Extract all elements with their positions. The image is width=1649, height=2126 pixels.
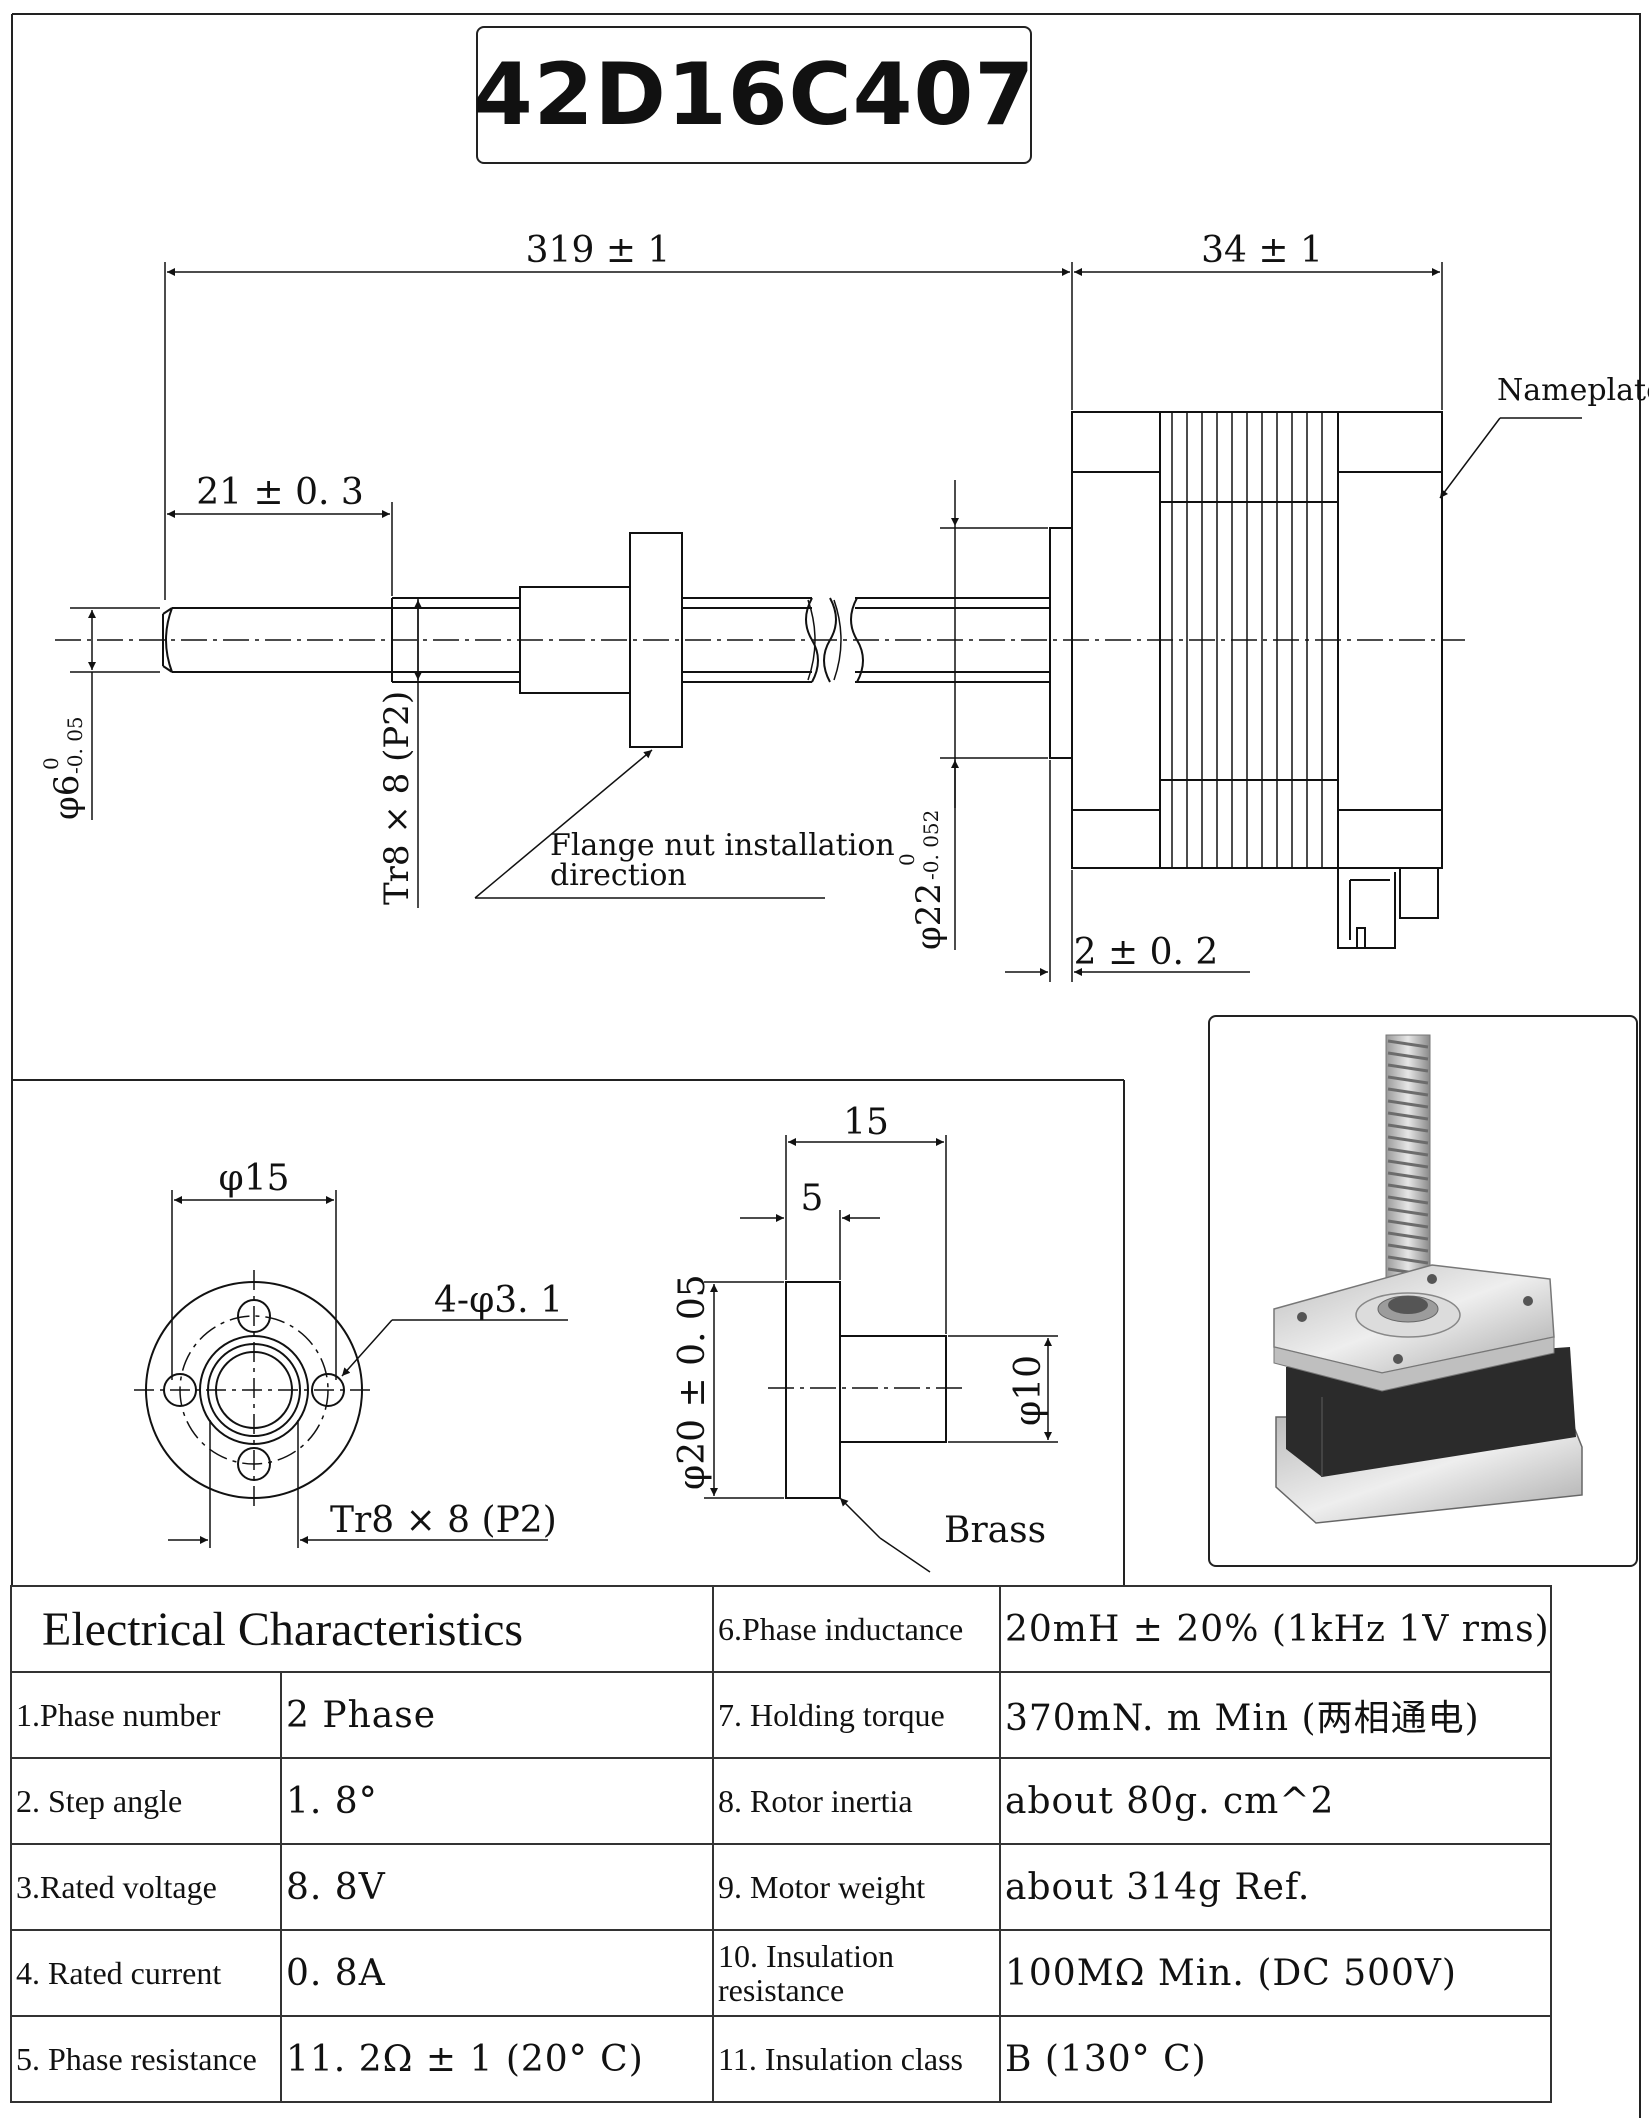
spec-label: 4. Rated current (10, 1929, 282, 2017)
spec-label: 3.Rated voltage (10, 1843, 282, 1931)
label-material: Brass (944, 1510, 1046, 1551)
table-row: 1.Phase number 2 Phase 7. Holding torque… (10, 1671, 1552, 1759)
spec-value: about 314g Ref. (999, 1843, 1552, 1931)
spec-label-line: 10. Insulation (718, 1938, 894, 1974)
spec-label: 7. Holding torque (712, 1671, 1001, 1759)
dim-nut-flange-diameter: φ15 (218, 1158, 289, 1199)
spec-value: 2 Phase (280, 1671, 714, 1759)
nut-front-dims (168, 1190, 568, 1548)
stator-bands (1160, 501, 1338, 781)
model-title: 42D16C407 (472, 45, 1036, 145)
spec-value: 11. 2Ω ± 1 (20° C) (280, 2015, 714, 2103)
dim-shaft-tol-upper: 0 (39, 757, 63, 770)
dimension-lines (70, 262, 1582, 982)
spec-value: 100MΩ Min. (DC 500V) (999, 1929, 1552, 2017)
table-row: Electrical Characteristics 6.Phase induc… (10, 1585, 1552, 1673)
dim-thread: Tr8 × 8 (P2) (377, 691, 417, 905)
dimension-text: 319 ± 1 34 ± 1 21 ± 0. 3 φ6 0 -0. 05 Tr8… (39, 230, 1649, 1551)
stator-laminations (1171, 412, 1323, 868)
dim-nut-flange-thickness: 5 (801, 1178, 824, 1219)
dim-shaft-end-length: 21 ± 0. 3 (196, 472, 364, 513)
dim-nut-holes: 4-φ3. 1 (434, 1280, 563, 1321)
nut-front-view (134, 1270, 374, 1510)
nut-side-view (768, 1281, 966, 1499)
spec-label: 1.Phase number (10, 1671, 282, 1759)
dim-motor-length: 34 ± 1 (1201, 230, 1323, 271)
dim-total-length: 319 ± 1 (526, 230, 671, 271)
label-flange-note-1: Flange nut installation (550, 828, 895, 863)
spec-value: 1. 8° (280, 1757, 714, 1845)
spec-label: 8. Rotor inertia (712, 1757, 1001, 1845)
drawing-frame (11, 13, 1641, 2118)
dim-shaft-diameter: φ6 (47, 775, 87, 820)
spec-label: 5. Phase resistance (10, 2015, 282, 2103)
spec-label: 11. Insulation class (712, 2015, 1001, 2103)
table-row: 2. Step angle 1. 8° 8. Rotor inertia abo… (10, 1757, 1552, 1845)
dim-boss-tol-upper: 0 (895, 853, 919, 866)
table-row: 4. Rated current 0. 8A 10. Insulation re… (10, 1929, 1552, 2017)
spec-value: 8. 8V (280, 1843, 714, 1931)
spec-value: 0. 8A (280, 1929, 714, 2017)
spec-label: 6.Phase inductance (712, 1585, 1001, 1673)
dim-nut-flange-od: φ20 ± 0. 05 (672, 1274, 713, 1490)
motor-side-view (55, 411, 1465, 949)
dim-nut-thread: Tr8 × 8 (P2) (330, 1500, 557, 1541)
model-title-box: 42D16C407 (472, 26, 1036, 164)
dim-boss-diameter: φ22 (909, 883, 949, 950)
electrical-characteristics-table: Electrical Characteristics 6.Phase induc… (10, 1585, 1552, 2103)
dim-nut-body-diameter: φ10 (1008, 1355, 1049, 1426)
spec-value: about 80g. cm^2 (999, 1757, 1552, 1845)
table-header: Electrical Characteristics (10, 1585, 714, 1673)
label-flange-note-2: direction (550, 858, 687, 893)
spec-label: 2. Step angle (10, 1757, 282, 1845)
dim-shaft-tol-lower: -0. 05 (63, 716, 87, 774)
label-nameplate: Nameplate (1497, 373, 1649, 408)
dim-boss-tol-lower: -0. 052 (919, 810, 943, 880)
spec-value: 370mN. m Min (两相通电) (999, 1671, 1552, 1759)
spec-label: 9. Motor weight (712, 1843, 1001, 1931)
motor-photo (1208, 1015, 1638, 1567)
dim-boss-height: 2 ± 0. 2 (1074, 932, 1219, 973)
spec-value: 20mH ± 20% (1kHz 1V rms) (999, 1585, 1552, 1673)
table-row: 5. Phase resistance 11. 2Ω ± 1 (20° C) 1… (10, 2015, 1552, 2103)
dim-nut-length: 15 (843, 1102, 889, 1143)
spec-label-line: resistance (718, 1972, 845, 2008)
spec-value: B (130° C) (999, 2015, 1552, 2103)
spec-label-two-line: 10. Insulation resistance (712, 1929, 1001, 2017)
motor-illustration (1273, 1034, 1583, 1524)
table-row: 3.Rated voltage 8. 8V 9. Motor weight ab… (10, 1843, 1552, 1931)
nut-side-dims (704, 1135, 1058, 1573)
